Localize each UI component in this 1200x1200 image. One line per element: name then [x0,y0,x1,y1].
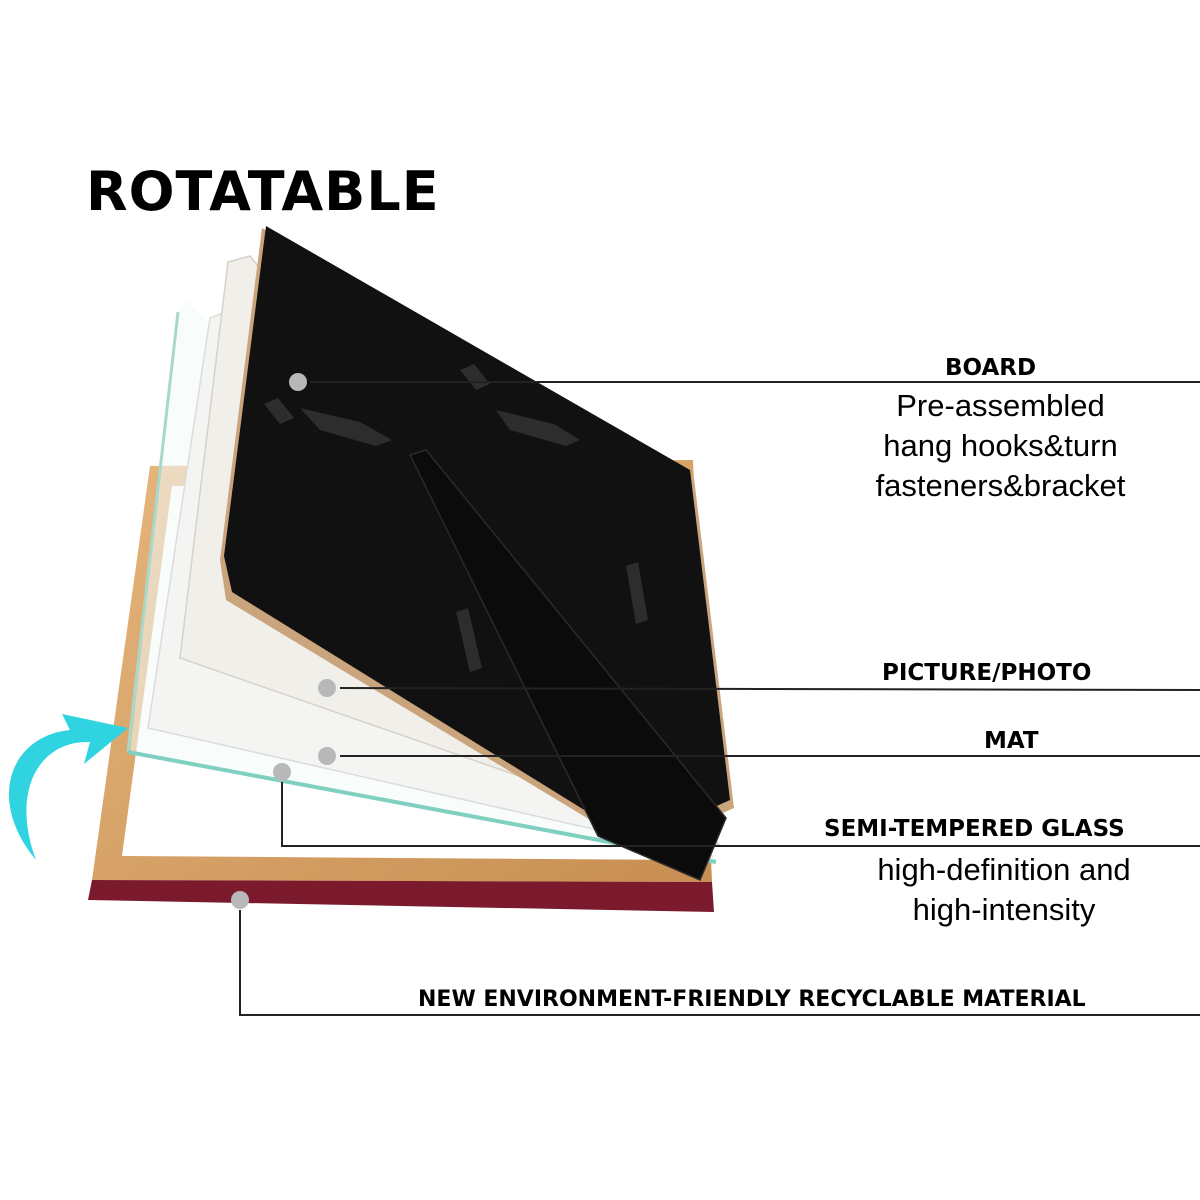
easel-stand [408,449,727,881]
board-heading: BOARD [945,355,1037,381]
glass-description-line: high-definition and [877,852,1131,887]
glass-heading: SEMI-TEMPERED GLASS [824,816,1125,842]
callout-dot-picture [318,679,336,697]
mat-heading: MAT [984,728,1039,754]
frame-front-edge [88,880,714,912]
leader-line-picture [339,687,1200,691]
page-title: ROTATABLE [86,160,440,223]
board-description: Pre-assembled hang hooks&turn fasteners&… [848,386,1153,506]
callout-dot-frame [231,891,249,909]
callout-dot-board [289,373,307,391]
frame-material-heading: NEW ENVIRONMENT-FRIENDLY RECYCLABLE MATE… [418,987,1086,1012]
board-description-line: Pre-assembled [896,388,1105,423]
board-description-line: hang hooks&turn [883,428,1118,463]
leader-line-glass [281,782,1200,847]
glass-description: high-definition and high-intensity [854,850,1154,930]
leader-line-frame [239,910,1200,1016]
callout-dots [231,373,336,909]
glass-description-line: high-intensity [912,892,1096,927]
rotate-arrow-icon [8,714,128,860]
callout-dot-mat [318,747,336,765]
picture-heading: PICTURE/PHOTO [882,660,1092,686]
hang-hook-icon [264,364,648,672]
leader-lines [239,381,1200,1016]
callout-dot-glass [273,763,291,781]
board-description-line: fasteners&bracket [875,468,1126,503]
